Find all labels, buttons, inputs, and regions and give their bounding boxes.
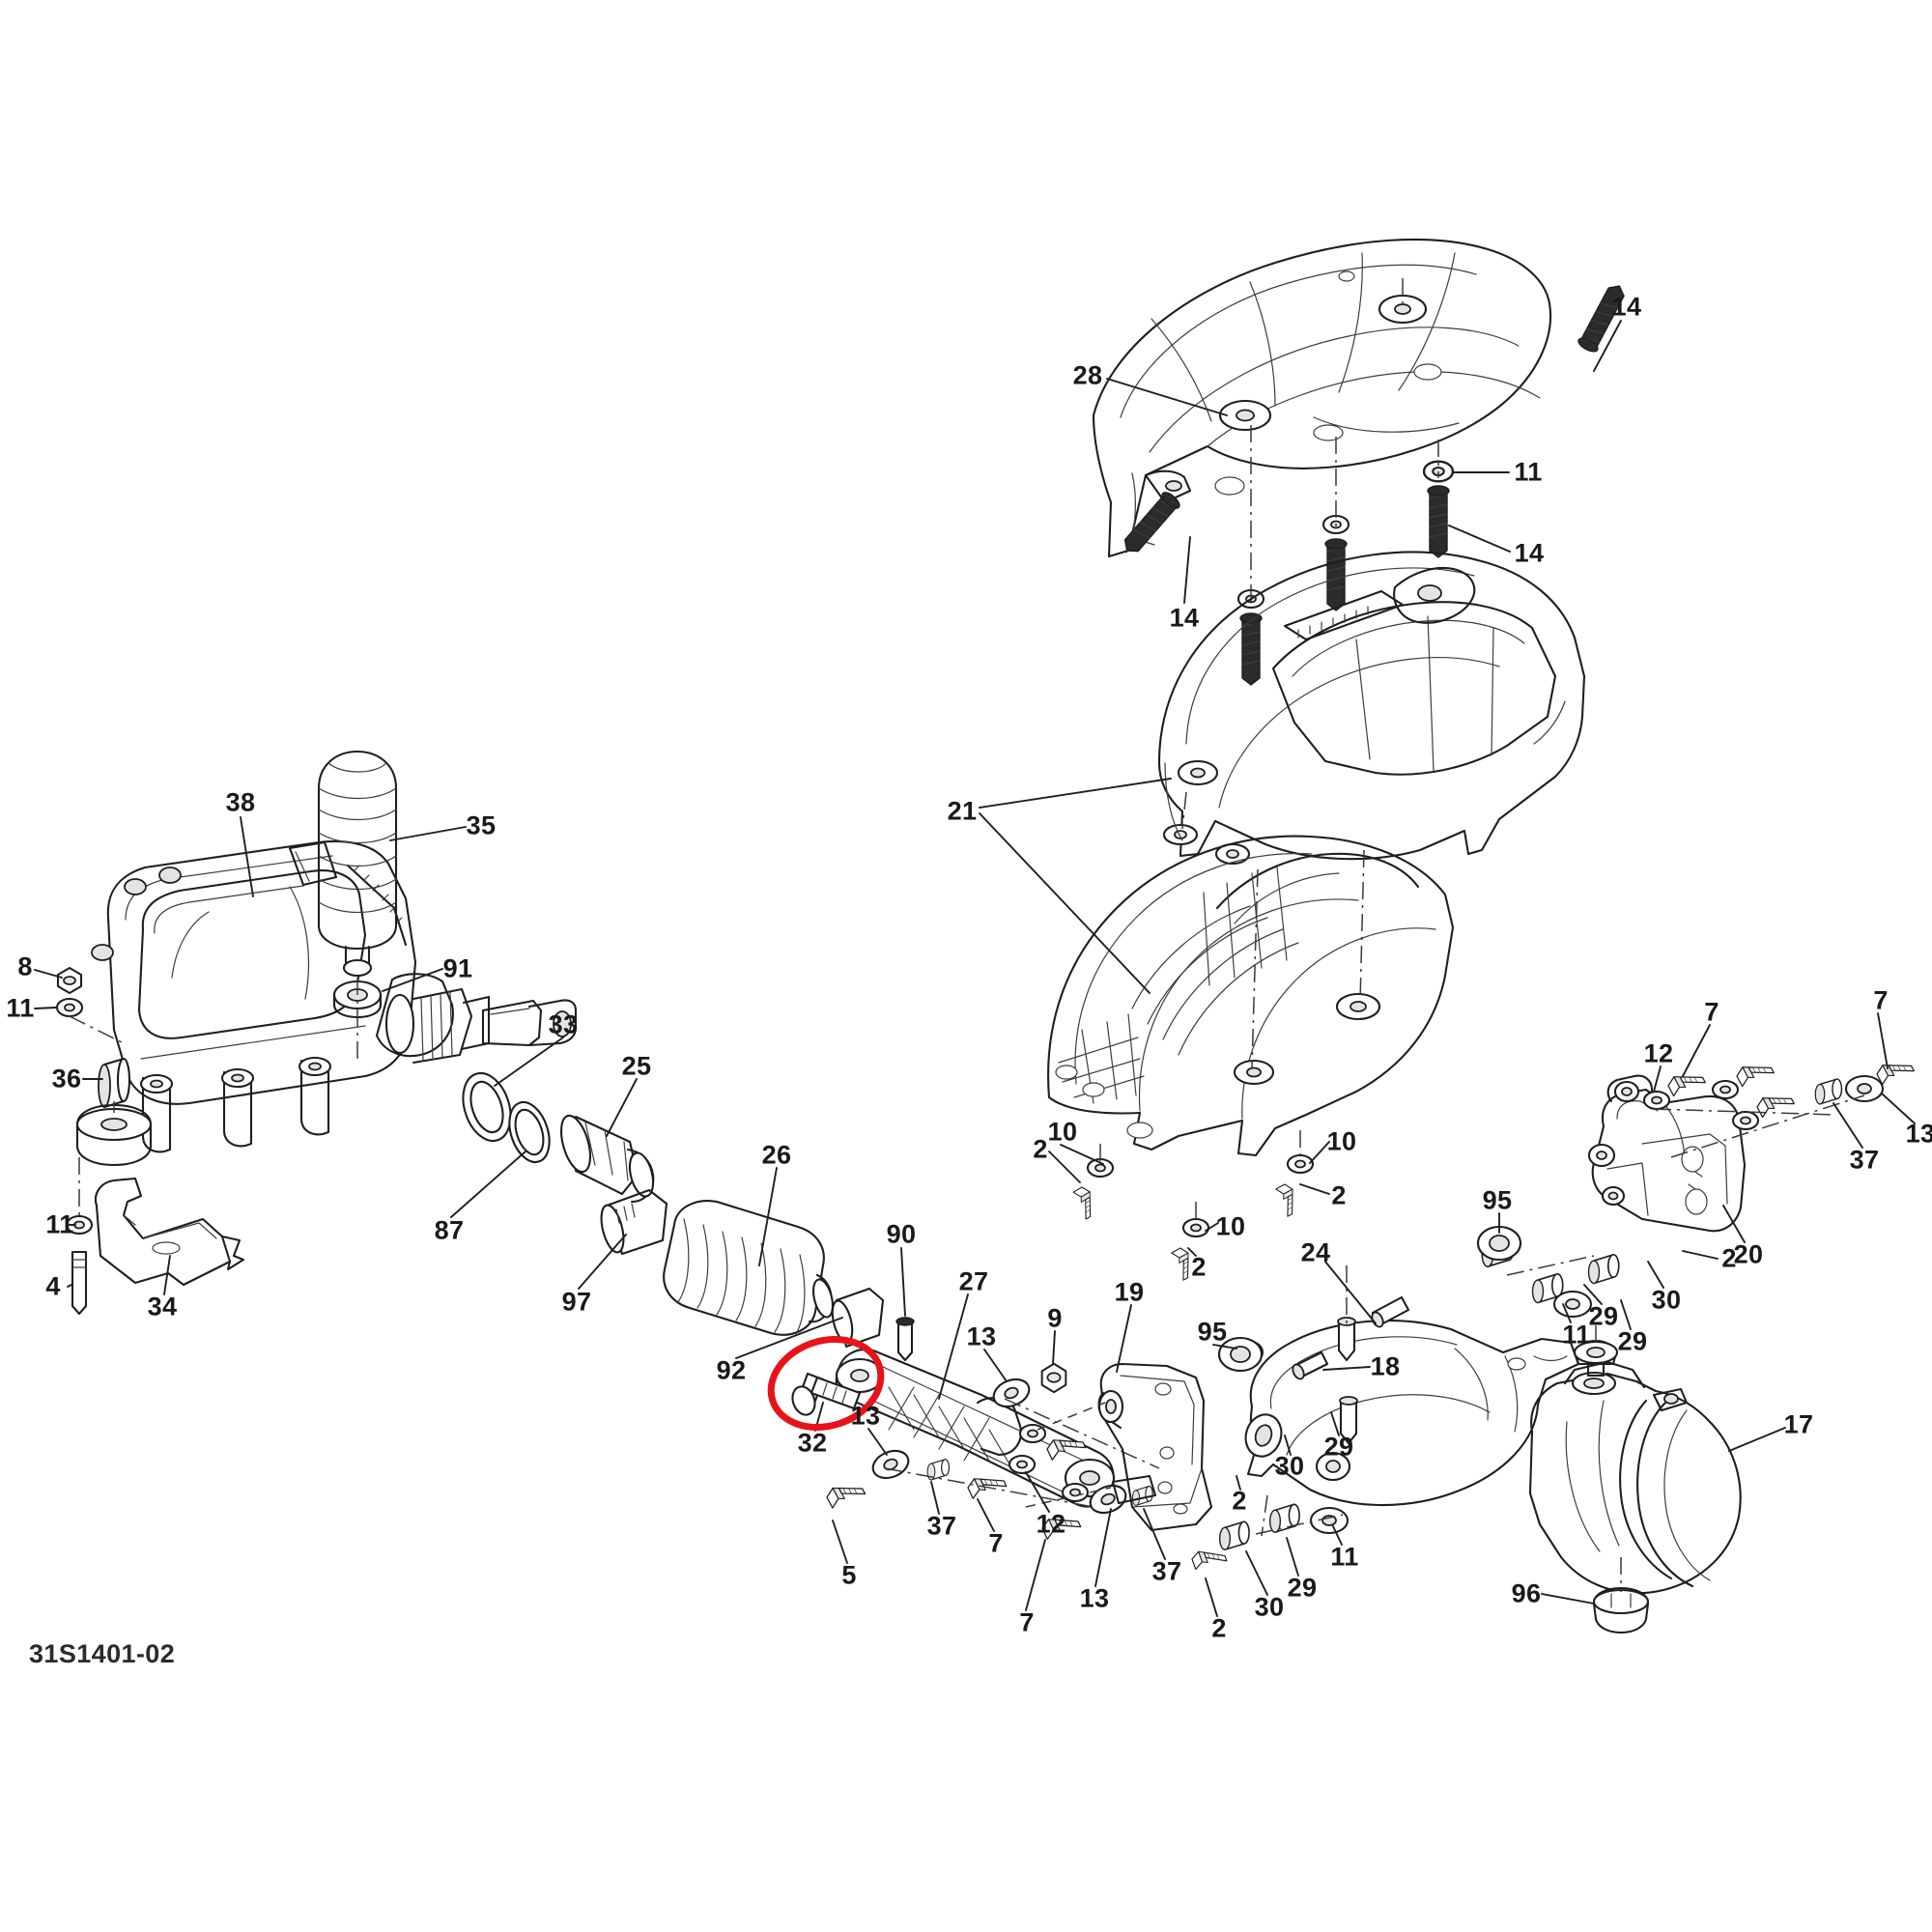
- callout-13: 13: [850, 1401, 881, 1431]
- callout-11: 11: [45, 1209, 74, 1239]
- callout-34: 34: [147, 1292, 178, 1321]
- lower-shroud-21: [1047, 835, 1455, 1157]
- callout-20: 20: [1733, 1239, 1764, 1269]
- knuckle-bracket-19: [1025, 1362, 1213, 1532]
- upper-shroud-28: [1092, 238, 1552, 558]
- rack-top-fasteners: [55, 966, 125, 1044]
- grommet-91: [332, 978, 383, 1063]
- callout-2: 2: [1721, 1243, 1737, 1273]
- callout-92: 92: [716, 1355, 747, 1385]
- callout-87: 87: [434, 1215, 465, 1245]
- rings-33-87: [462, 1071, 551, 1164]
- bellows-boot-26: [663, 1200, 835, 1336]
- callout-95: 95: [1482, 1185, 1513, 1215]
- callout-30: 30: [1254, 1592, 1285, 1622]
- callout-96: 96: [1511, 1578, 1542, 1608]
- callout-8: 8: [17, 952, 33, 981]
- callout-2: 2: [1211, 1613, 1227, 1643]
- callout-2: 2: [1191, 1252, 1207, 1282]
- tie-rod-fastener-cluster: [823, 1362, 1160, 1543]
- callout-29: 29: [1588, 1301, 1619, 1331]
- callout-30: 30: [1651, 1285, 1682, 1315]
- callout-37: 37: [926, 1511, 957, 1541]
- callout-12: 12: [1643, 1038, 1674, 1068]
- leader-lines: [34, 320, 1916, 1617]
- bellows-boot-35: [317, 750, 398, 978]
- callout-13: 13: [966, 1321, 997, 1351]
- callout-14: 14: [1169, 603, 1200, 633]
- callout-11: 11: [1330, 1542, 1359, 1572]
- callout-29: 29: [1617, 1326, 1648, 1356]
- callout-11: 11: [1514, 457, 1543, 487]
- callout-38: 38: [225, 787, 256, 817]
- middle-shroud-21: [1157, 551, 1586, 866]
- callout-14: 14: [1611, 292, 1642, 322]
- highlight-ellipse-group: [767, 1335, 885, 1432]
- callout-17: 17: [1783, 1409, 1814, 1439]
- callout-13: 13: [1079, 1583, 1110, 1613]
- bolt-32-highlighted: [791, 1372, 862, 1416]
- callout-90: 90: [886, 1219, 917, 1249]
- callout-28: 28: [1072, 360, 1103, 390]
- callout-7: 7: [1873, 985, 1889, 1015]
- callout-7: 7: [1704, 997, 1719, 1027]
- rack-end-nut-25: [559, 1114, 655, 1204]
- callout-13: 13: [1905, 1119, 1932, 1149]
- knuckle-fasteners: [1642, 1052, 1915, 1158]
- callout-97: 97: [561, 1287, 592, 1317]
- callout-95: 95: [1197, 1317, 1228, 1347]
- callout-27: 27: [958, 1266, 989, 1296]
- callout-33: 33: [548, 1009, 579, 1039]
- callout-35: 35: [466, 810, 497, 840]
- control-arm-bushings: [1189, 1236, 1620, 1573]
- callout-9: 9: [1047, 1303, 1063, 1333]
- callout-18: 18: [1370, 1351, 1401, 1381]
- callout-2: 2: [1232, 1486, 1247, 1516]
- callout-10: 10: [1326, 1126, 1357, 1156]
- callout-21: 21: [947, 796, 978, 826]
- callout-7: 7: [1019, 1607, 1035, 1637]
- clamp-97: [600, 1188, 668, 1256]
- callout-91: 91: [442, 953, 473, 983]
- callout-14: 14: [1514, 538, 1545, 568]
- callout-12: 12: [1036, 1509, 1066, 1539]
- lower-shroud-fasteners: [1070, 791, 1365, 1281]
- callout-32: 32: [797, 1428, 828, 1458]
- callout-2: 2: [1033, 1134, 1048, 1164]
- callout-26: 26: [761, 1140, 792, 1170]
- callout-10: 10: [1215, 1211, 1246, 1241]
- callout-19: 19: [1114, 1277, 1145, 1307]
- callout-11: 11: [1562, 1320, 1591, 1350]
- callout-2: 2: [1331, 1180, 1347, 1210]
- wheel-hub-housing-17: [1528, 1325, 1742, 1634]
- callout-37: 37: [1849, 1145, 1880, 1175]
- diagram-id-label: 31S1401-02: [29, 1639, 176, 1668]
- callout-30: 30: [1274, 1451, 1305, 1481]
- callout-24: 24: [1300, 1237, 1331, 1267]
- pin-90: [895, 1317, 915, 1362]
- callout-5: 5: [841, 1560, 857, 1590]
- callout-7: 7: [988, 1528, 1004, 1558]
- bushing-stack-95: [1217, 1225, 1522, 1373]
- bushing-36-bracket-34: [65, 1057, 245, 1316]
- callout-36: 36: [51, 1064, 82, 1094]
- highlighted-part-ellipse: [767, 1335, 885, 1432]
- lower-control-arm-24: [1244, 1265, 1580, 1537]
- callout-29: 29: [1323, 1432, 1354, 1462]
- callout-10: 10: [1047, 1117, 1078, 1147]
- callout-25: 25: [621, 1051, 652, 1081]
- callout-4: 4: [45, 1271, 61, 1301]
- callout-11: 11: [6, 993, 35, 1023]
- callout-37: 37: [1151, 1556, 1182, 1586]
- shroud-28-fasteners: [1118, 278, 1630, 686]
- callout-29: 29: [1287, 1573, 1318, 1603]
- steering-rack-housing-38: [91, 839, 578, 1153]
